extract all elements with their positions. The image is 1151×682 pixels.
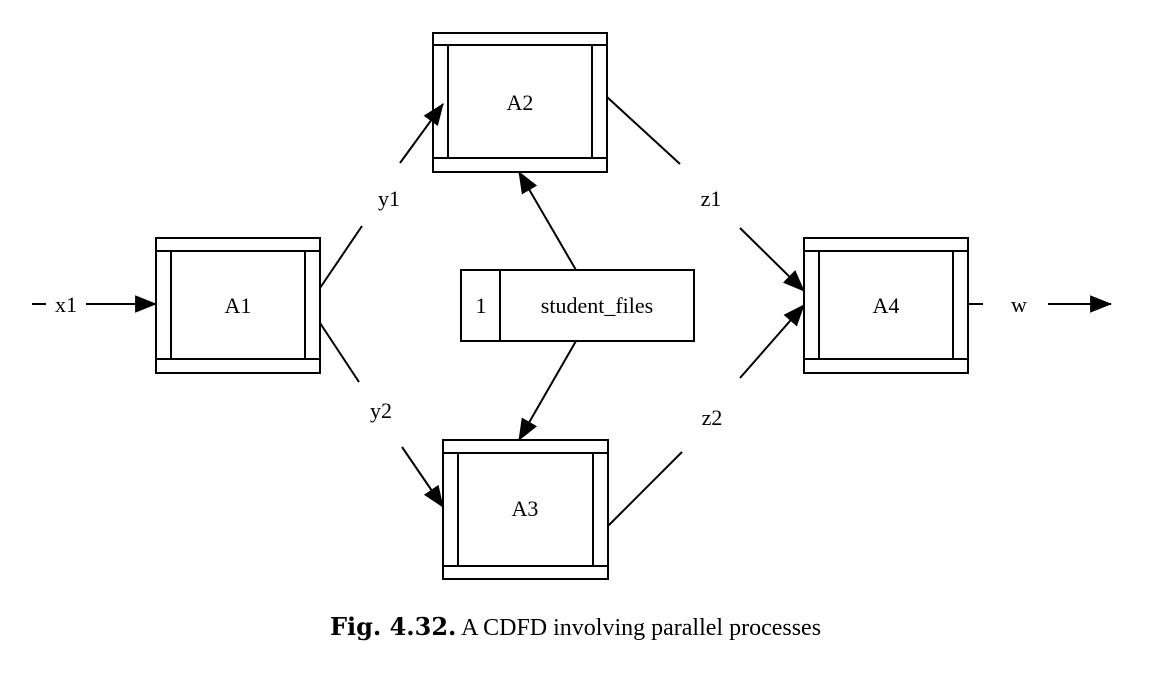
process-a4-label: A4: [873, 293, 900, 318]
process-a1-label: A1: [225, 293, 252, 318]
process-a4: A4: [803, 237, 969, 374]
flow-z1-arrow: [739, 227, 805, 292]
flow-z1-label: z1: [701, 186, 722, 211]
figure-caption: Fig. 4.32. A CDFD involving parallel pro…: [0, 612, 1151, 642]
figure-caption-text: A CDFD involving parallel processes: [461, 615, 822, 641]
store-to-a3-arrow: [518, 340, 577, 441]
flow-y1-arrow: [399, 103, 444, 164]
process-a2: A2: [432, 32, 608, 173]
flow-y2-label: y2: [370, 398, 392, 423]
process-a3: A3: [442, 439, 609, 580]
flow-z1-line-a: [606, 96, 681, 165]
figure-number: Fig. 4.32.: [329, 612, 457, 641]
flow-y2-arrow: [401, 446, 444, 508]
process-a2-label: A2: [507, 90, 534, 115]
data-store-number: 1: [476, 293, 487, 318]
process-a3-label: A3: [512, 496, 539, 521]
flow-y1-label: y1: [378, 186, 400, 211]
flow-x1-label: x1: [55, 292, 77, 317]
flow-z2-label: z2: [702, 405, 723, 430]
flow-z2-line-b: [607, 451, 683, 527]
process-a1: A1: [155, 237, 321, 374]
flow-y2-line-a: [319, 322, 360, 383]
data-store-student-files: 1 student_files: [460, 269, 695, 342]
store-to-a2-arrow: [518, 171, 577, 271]
data-store-name: student_files: [541, 293, 653, 318]
flow-w-label: w: [1011, 292, 1027, 317]
flow-y1-line-a: [319, 225, 363, 289]
flow-z2-arrow: [739, 304, 805, 379]
